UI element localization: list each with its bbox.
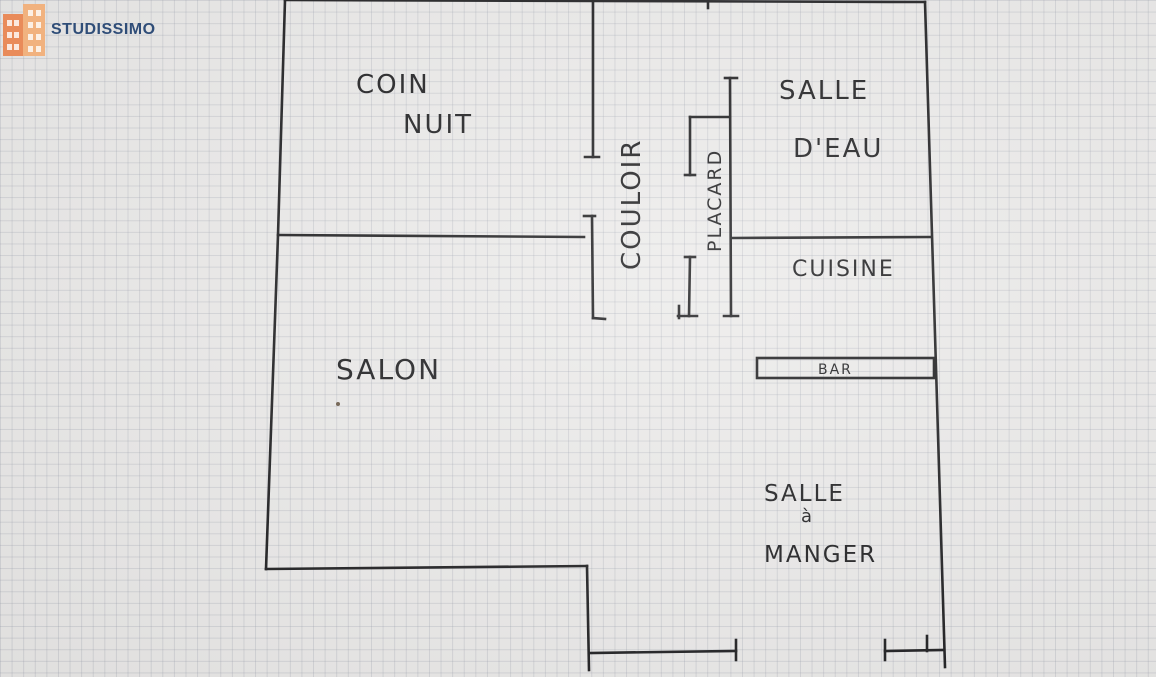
outer-walls [264, 0, 947, 672]
wall-left-upper [276, 0, 287, 237]
label-cuisine: CUISINE [792, 257, 895, 282]
label-salle-a-manger-line2: à [801, 506, 814, 527]
pencil-speck [336, 402, 340, 406]
threshold-left [587, 649, 738, 655]
wall-bottom-step [585, 564, 591, 672]
wall-bottom-left [264, 564, 589, 571]
label-salle-a-manger-line1: SALLE [764, 481, 845, 507]
wall-bedroom-salon [277, 233, 586, 239]
logo-text: STUDISSIMO [51, 21, 156, 38]
building-icon [3, 4, 45, 56]
threshold-right [883, 648, 946, 653]
label-salle-a-manger-line3: MANGER [764, 542, 877, 568]
wall-bathroom-kitchen [729, 235, 933, 240]
bar-counter [755, 356, 936, 380]
wall-corridor-left-lower [590, 214, 595, 320]
bottom-thresholds [587, 634, 946, 662]
label-salon: SALON [336, 353, 441, 386]
wall-left-lower [264, 233, 280, 571]
wall-bathroom-left [728, 76, 733, 318]
room-labels: COIN NUIT SALLE D'EAU COULOIR PLACARD CU… [336, 70, 895, 568]
wall-corridor-left-foot [591, 316, 607, 321]
label-coin-nuit-line1: COIN [356, 70, 430, 100]
label-salle-deau-line1: SALLE [779, 76, 869, 106]
studissimo-logo: STUDISSIMO [3, 4, 156, 56]
label-salle-deau-line2: D'EAU [793, 134, 883, 164]
label-coin-nuit-line2: NUIT [403, 110, 473, 140]
label-bar: BAR [818, 362, 853, 378]
wall-right [923, 0, 947, 669]
interior-walls [277, 0, 933, 321]
placard-left-lower [687, 255, 692, 318]
label-couloir: COULOIR [617, 139, 647, 270]
label-placard: PLACARD [704, 149, 726, 252]
wall-top [283, 0, 927, 4]
